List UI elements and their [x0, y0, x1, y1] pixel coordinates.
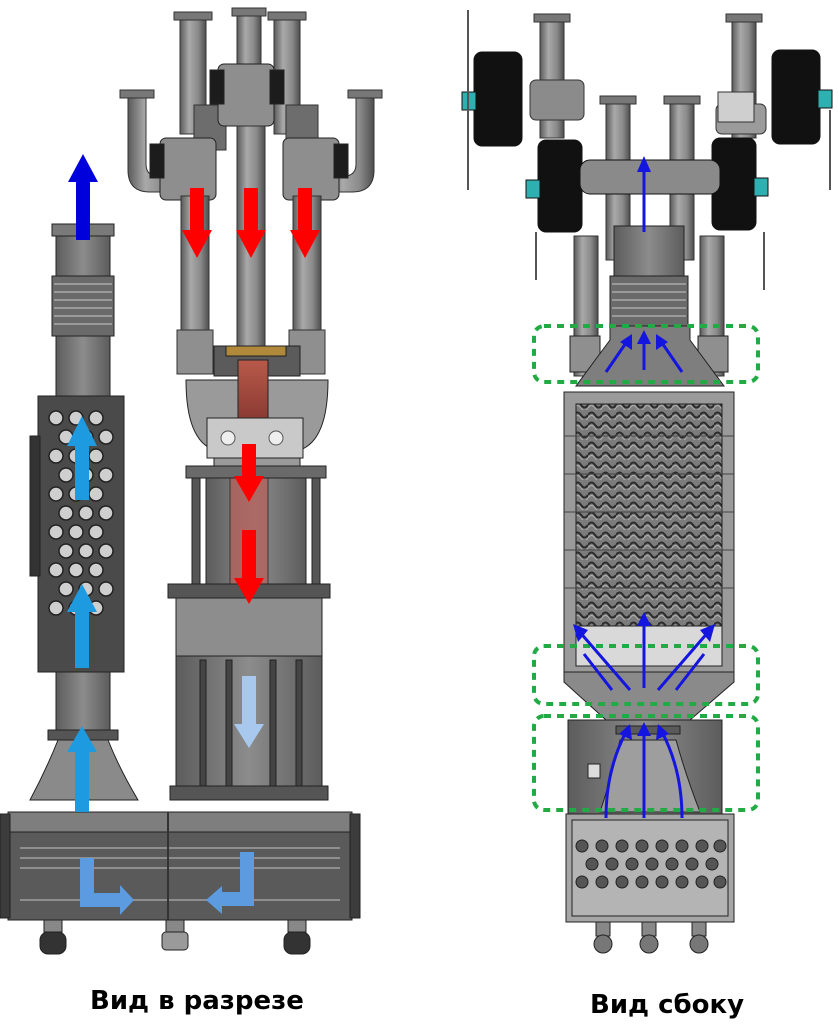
side-arrowheads	[573, 156, 715, 740]
sensor-leads	[467, 10, 831, 290]
pale-flow-arrows	[234, 676, 264, 748]
arrow-icon	[637, 722, 651, 736]
arrow-icon	[573, 624, 588, 642]
turn-arrow-icon	[80, 858, 134, 915]
zone-middle	[532, 644, 760, 706]
castor-wheel-icon	[593, 921, 709, 954]
side-flow-arrows	[576, 168, 712, 819]
arrow-icon	[67, 584, 97, 668]
arrow-icon	[700, 624, 715, 642]
arrow-icon	[182, 188, 212, 258]
side-actuators	[461, 49, 833, 233]
valve-block	[149, 63, 349, 201]
turn-arrow-icon	[206, 852, 254, 914]
base-plenum	[0, 811, 361, 921]
side-view	[461, 10, 833, 954]
castor-wheel-icon	[39, 919, 311, 955]
section-view-caption: Вид в разрезе	[90, 986, 304, 1016]
arrow-icon	[290, 188, 320, 258]
zone-top	[532, 324, 760, 384]
flow-zones	[532, 324, 760, 812]
exchanger-tubes	[48, 410, 114, 616]
arrow-icon	[67, 726, 97, 812]
arrow-icon	[234, 444, 264, 502]
side-view-caption: Вид сбоку	[590, 990, 745, 1020]
arrow-icon	[637, 156, 651, 172]
section-view	[0, 7, 383, 955]
arrow-icon	[234, 530, 264, 604]
arrow-icon	[656, 334, 668, 350]
side-base-holes	[575, 839, 727, 889]
arrow-icon	[637, 612, 651, 626]
arrow-icon	[620, 334, 632, 350]
arrow-icon	[67, 416, 97, 500]
arrow-icon	[656, 724, 669, 740]
arrow-icon	[637, 330, 651, 344]
side-lower-section	[563, 671, 735, 817]
turn-arrows	[80, 852, 254, 915]
cool-gas-arrows	[67, 416, 97, 812]
arrow-icon	[234, 676, 264, 748]
exhaust-arrow	[68, 154, 98, 240]
zone-bottom	[532, 714, 760, 812]
arrow-icon	[619, 724, 632, 740]
down-pipes	[176, 125, 326, 375]
side-exhaust-collector	[569, 225, 729, 387]
arrow-icon	[236, 188, 266, 258]
hot-gas-arrows	[182, 188, 320, 604]
